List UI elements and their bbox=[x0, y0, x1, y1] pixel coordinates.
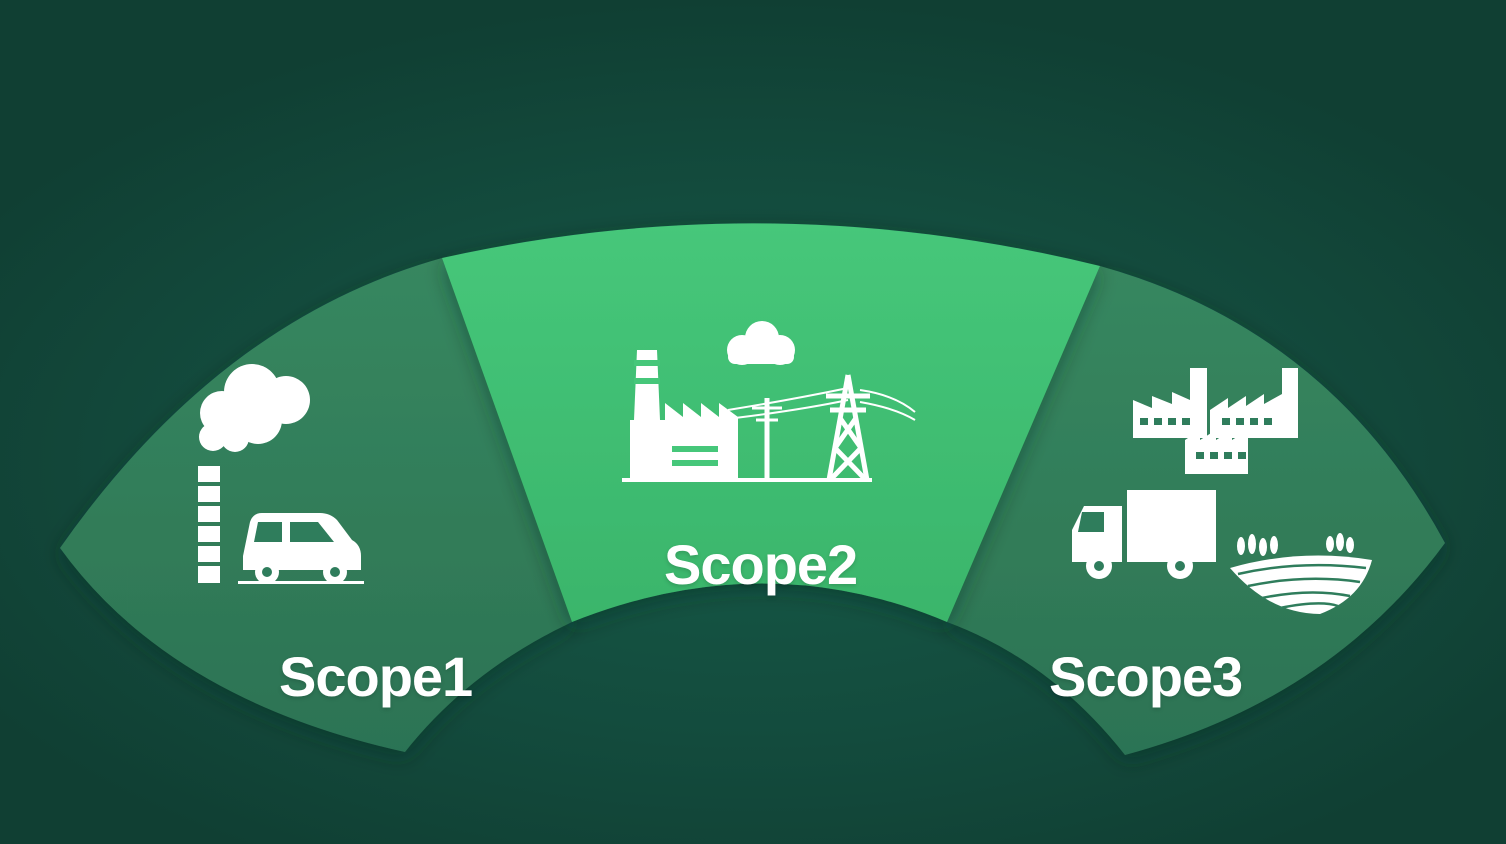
farmland-icon bbox=[1230, 533, 1372, 614]
car-icon bbox=[238, 513, 364, 584]
cloud-icon bbox=[727, 321, 795, 365]
power-plant-icon bbox=[622, 350, 872, 482]
transmission-tower-icon bbox=[826, 374, 870, 481]
segment-scope2 bbox=[442, 223, 1100, 622]
smokestack-icon bbox=[198, 466, 220, 583]
power-line-icon bbox=[727, 387, 916, 478]
factory-icon bbox=[1133, 368, 1298, 474]
truck-icon bbox=[1072, 490, 1216, 579]
scope2-label: Scope2 bbox=[664, 533, 858, 596]
scope1-label: Scope1 bbox=[279, 645, 473, 708]
cloud-icon bbox=[199, 364, 310, 452]
scope3-label: Scope3 bbox=[1049, 645, 1243, 708]
segment-scope1 bbox=[60, 258, 572, 752]
